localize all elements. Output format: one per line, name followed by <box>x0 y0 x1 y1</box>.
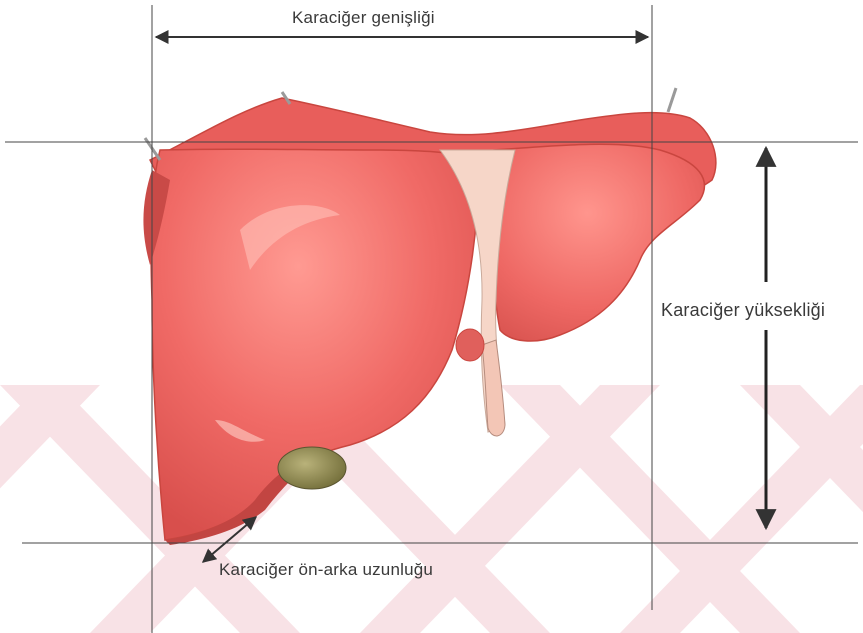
liver-height-label: Karaciğer yüksekliği <box>661 300 825 321</box>
gallbladder <box>278 447 346 489</box>
watermark-stripes <box>0 385 863 633</box>
liver-depth-label: Karaciğer ön-arka uzunluğu <box>219 560 433 580</box>
round-ligament <box>482 340 505 436</box>
liver-width-label: Karaciğer genişliği <box>292 8 435 28</box>
quadrate-lobe <box>456 329 484 361</box>
